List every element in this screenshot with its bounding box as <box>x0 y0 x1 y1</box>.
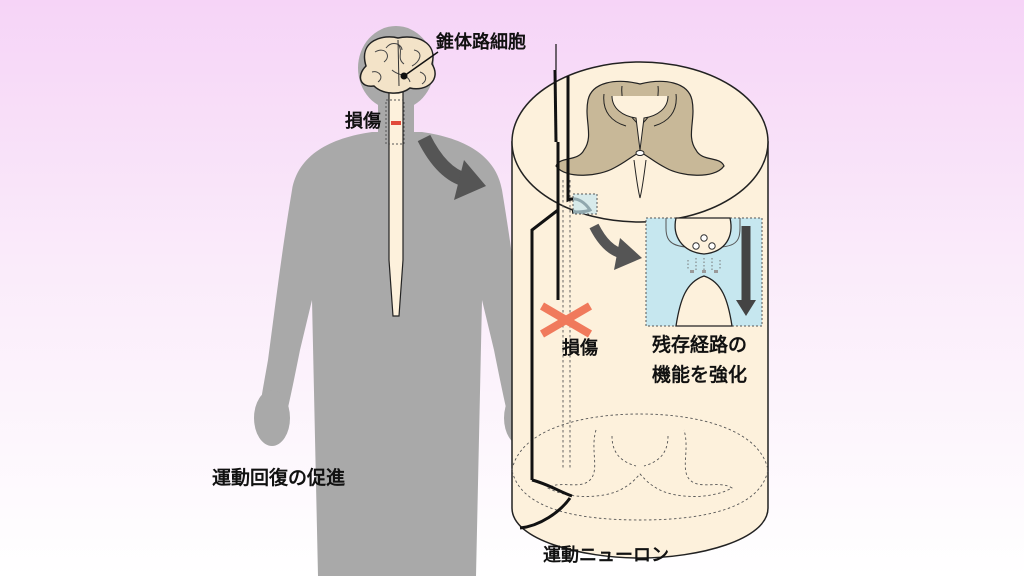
label-residual-line2: 機能を強化 <box>652 360 747 390</box>
label-motor-recovery: 運動回復の促進 <box>212 469 345 488</box>
label-motor-neuron: 運動ニューロン <box>543 547 669 565</box>
label-injury-brain: 損傷 <box>345 113 381 131</box>
brain-injury-mark <box>391 121 401 125</box>
synapse-highlight-box <box>573 194 597 214</box>
body-spinal-cord <box>389 80 403 316</box>
label-injury-cord: 損傷 <box>562 340 598 358</box>
brain-icon <box>360 37 438 93</box>
synapse-panel <box>646 218 762 326</box>
label-residual-pathway: 残存経路の 機能を強化 <box>652 330 747 390</box>
label-pyramidal-cell: 錐体路細胞 <box>436 34 526 52</box>
label-residual-line1: 残存経路の <box>652 330 747 360</box>
